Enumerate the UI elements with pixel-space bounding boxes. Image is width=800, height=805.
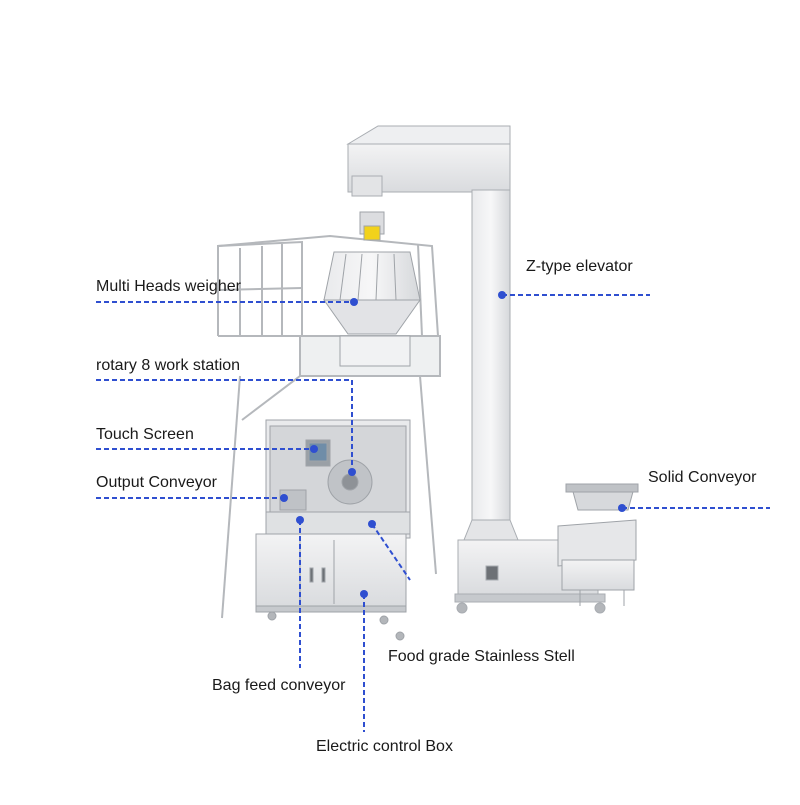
weigher-collector [323, 299, 421, 335]
leader-dot [350, 298, 358, 306]
leader-dot [368, 520, 376, 528]
feeder-base [561, 559, 635, 591]
leader-lines [96, 294, 770, 732]
cabinet-foot [379, 615, 389, 625]
leader-line-steel [371, 523, 411, 581]
bag-feed-track [265, 511, 411, 535]
guard-rail-top [217, 234, 439, 337]
rotary-hub [341, 473, 359, 491]
label-z-type-elevator: Z-type elevator [526, 258, 633, 275]
weigher-hoppers [323, 251, 421, 301]
guard-rail-post [417, 243, 423, 337]
cabinet-plinth [255, 605, 407, 613]
weigher-hopper-seam [375, 253, 379, 301]
leader-dots [280, 291, 626, 598]
leader-dot [310, 445, 318, 453]
leader-dot [296, 516, 304, 524]
solid-conveyor [557, 483, 639, 606]
label-bag-feed-conveyor: Bag feed conveyor [212, 677, 346, 694]
weigher-hopper-seam [393, 253, 397, 301]
leader-line-rotary [96, 379, 353, 468]
elevator-discharge-chute [351, 175, 383, 197]
weigher-hopper-seam [357, 253, 363, 301]
multi-heads-weigher [323, 211, 421, 367]
cabinet-handle [309, 567, 314, 583]
label-multi-heads-weigher: Multi Heads weigher [96, 278, 241, 295]
leader-dot [348, 468, 356, 476]
elevator-column [471, 189, 511, 521]
cabinet-foot [395, 631, 405, 641]
label-food-grade-steel: Food grade Stainless Stell [388, 648, 575, 665]
label-rotary-work-station: rotary 8 work station [96, 357, 241, 374]
z-type-elevator [346, 125, 606, 614]
weigher-yellow-cap [363, 225, 381, 241]
guard-rail-mid [217, 287, 303, 291]
elevator-foot [594, 602, 606, 614]
leader-dot [498, 291, 506, 299]
platform-brace [241, 375, 301, 421]
leader-dot [280, 494, 288, 502]
platform-leg [221, 375, 241, 619]
weigher-hopper-seam [339, 253, 347, 301]
elevator-foot [456, 602, 468, 614]
elevator-top-lid [346, 125, 511, 145]
feeder-rim [565, 483, 639, 493]
cabinet-handle [321, 567, 326, 583]
elevator-control-switch [485, 565, 499, 581]
elevator-base-frame [454, 593, 606, 603]
label-output-conveyor: Output Conveyor [96, 474, 217, 491]
weigher-body [339, 335, 411, 367]
electric-control-cabinet [255, 533, 407, 609]
leader-dot [618, 504, 626, 512]
label-solid-conveyor: Solid Conveyor [648, 469, 757, 486]
rotary-packing-machine [255, 419, 411, 641]
label-touch-screen: Touch Screen [96, 426, 194, 443]
feeder-tray [557, 519, 637, 567]
cabinet-foot [267, 611, 277, 621]
platform-leg [419, 375, 437, 575]
label-electric-control-box: Electric control Box [316, 738, 453, 755]
leader-dot [360, 590, 368, 598]
